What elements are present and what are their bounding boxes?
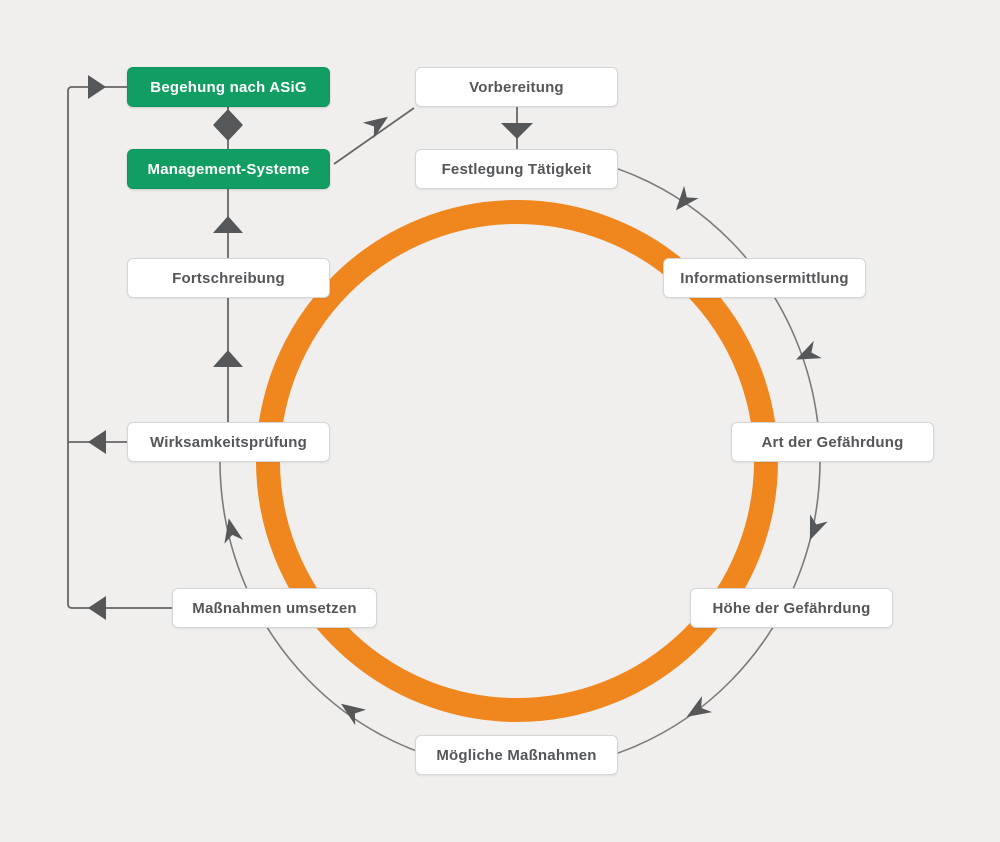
node-wirksamkeitspruefung: Wirksamkeitsprüfung (127, 422, 330, 462)
cycle-arrow-2-icon (796, 340, 822, 360)
feedback-rail (67, 86, 172, 609)
node-festlegung-taetigkeit: Festlegung Tätigkeit (415, 149, 618, 189)
node-hoehe-der-gefaehrdung: Höhe der Gefährdung (690, 588, 893, 628)
arrow-to-vorbereitung-icon (362, 116, 389, 139)
arrow-umsetzen-feedback-icon (88, 596, 106, 620)
outer-cycle-arc (219, 151, 821, 771)
cycle-arrow-5-icon (340, 703, 367, 726)
cycle-arrow-1-icon (675, 185, 699, 211)
arrow-into-begehung-icon (88, 75, 106, 99)
arrow-wirksamkeit-feedback-icon (88, 430, 106, 454)
arrow-down-festlegung-icon (501, 123, 533, 139)
arrow-up-fortschreibung-icon (213, 350, 243, 367)
arrow-down-management-icon (213, 125, 243, 141)
node-massnahmen-umsetzen: Maßnahmen umsetzen (172, 588, 377, 628)
cycle-arrow-6-icon (224, 518, 243, 544)
cycle-arrow-3-icon (809, 514, 828, 541)
node-begehung-nach-asig: Begehung nach ASiG (127, 67, 330, 107)
node-art-der-gefaehrdung: Art der Gefährdung (731, 422, 934, 462)
node-vorbereitung: Vorbereitung (415, 67, 618, 107)
node-management-systeme: Management-Systeme (127, 149, 330, 189)
arrow-up-management-icon (213, 216, 243, 233)
node-fortschreibung: Fortschreibung (127, 258, 330, 298)
node-moegliche-massnahmen: Mögliche Maßnahmen (415, 735, 618, 775)
cycle-arrow-4-icon (686, 696, 713, 717)
arrow-up-begehung-icon (213, 109, 243, 125)
node-informationsermittlung: Informationsermittlung (663, 258, 866, 298)
